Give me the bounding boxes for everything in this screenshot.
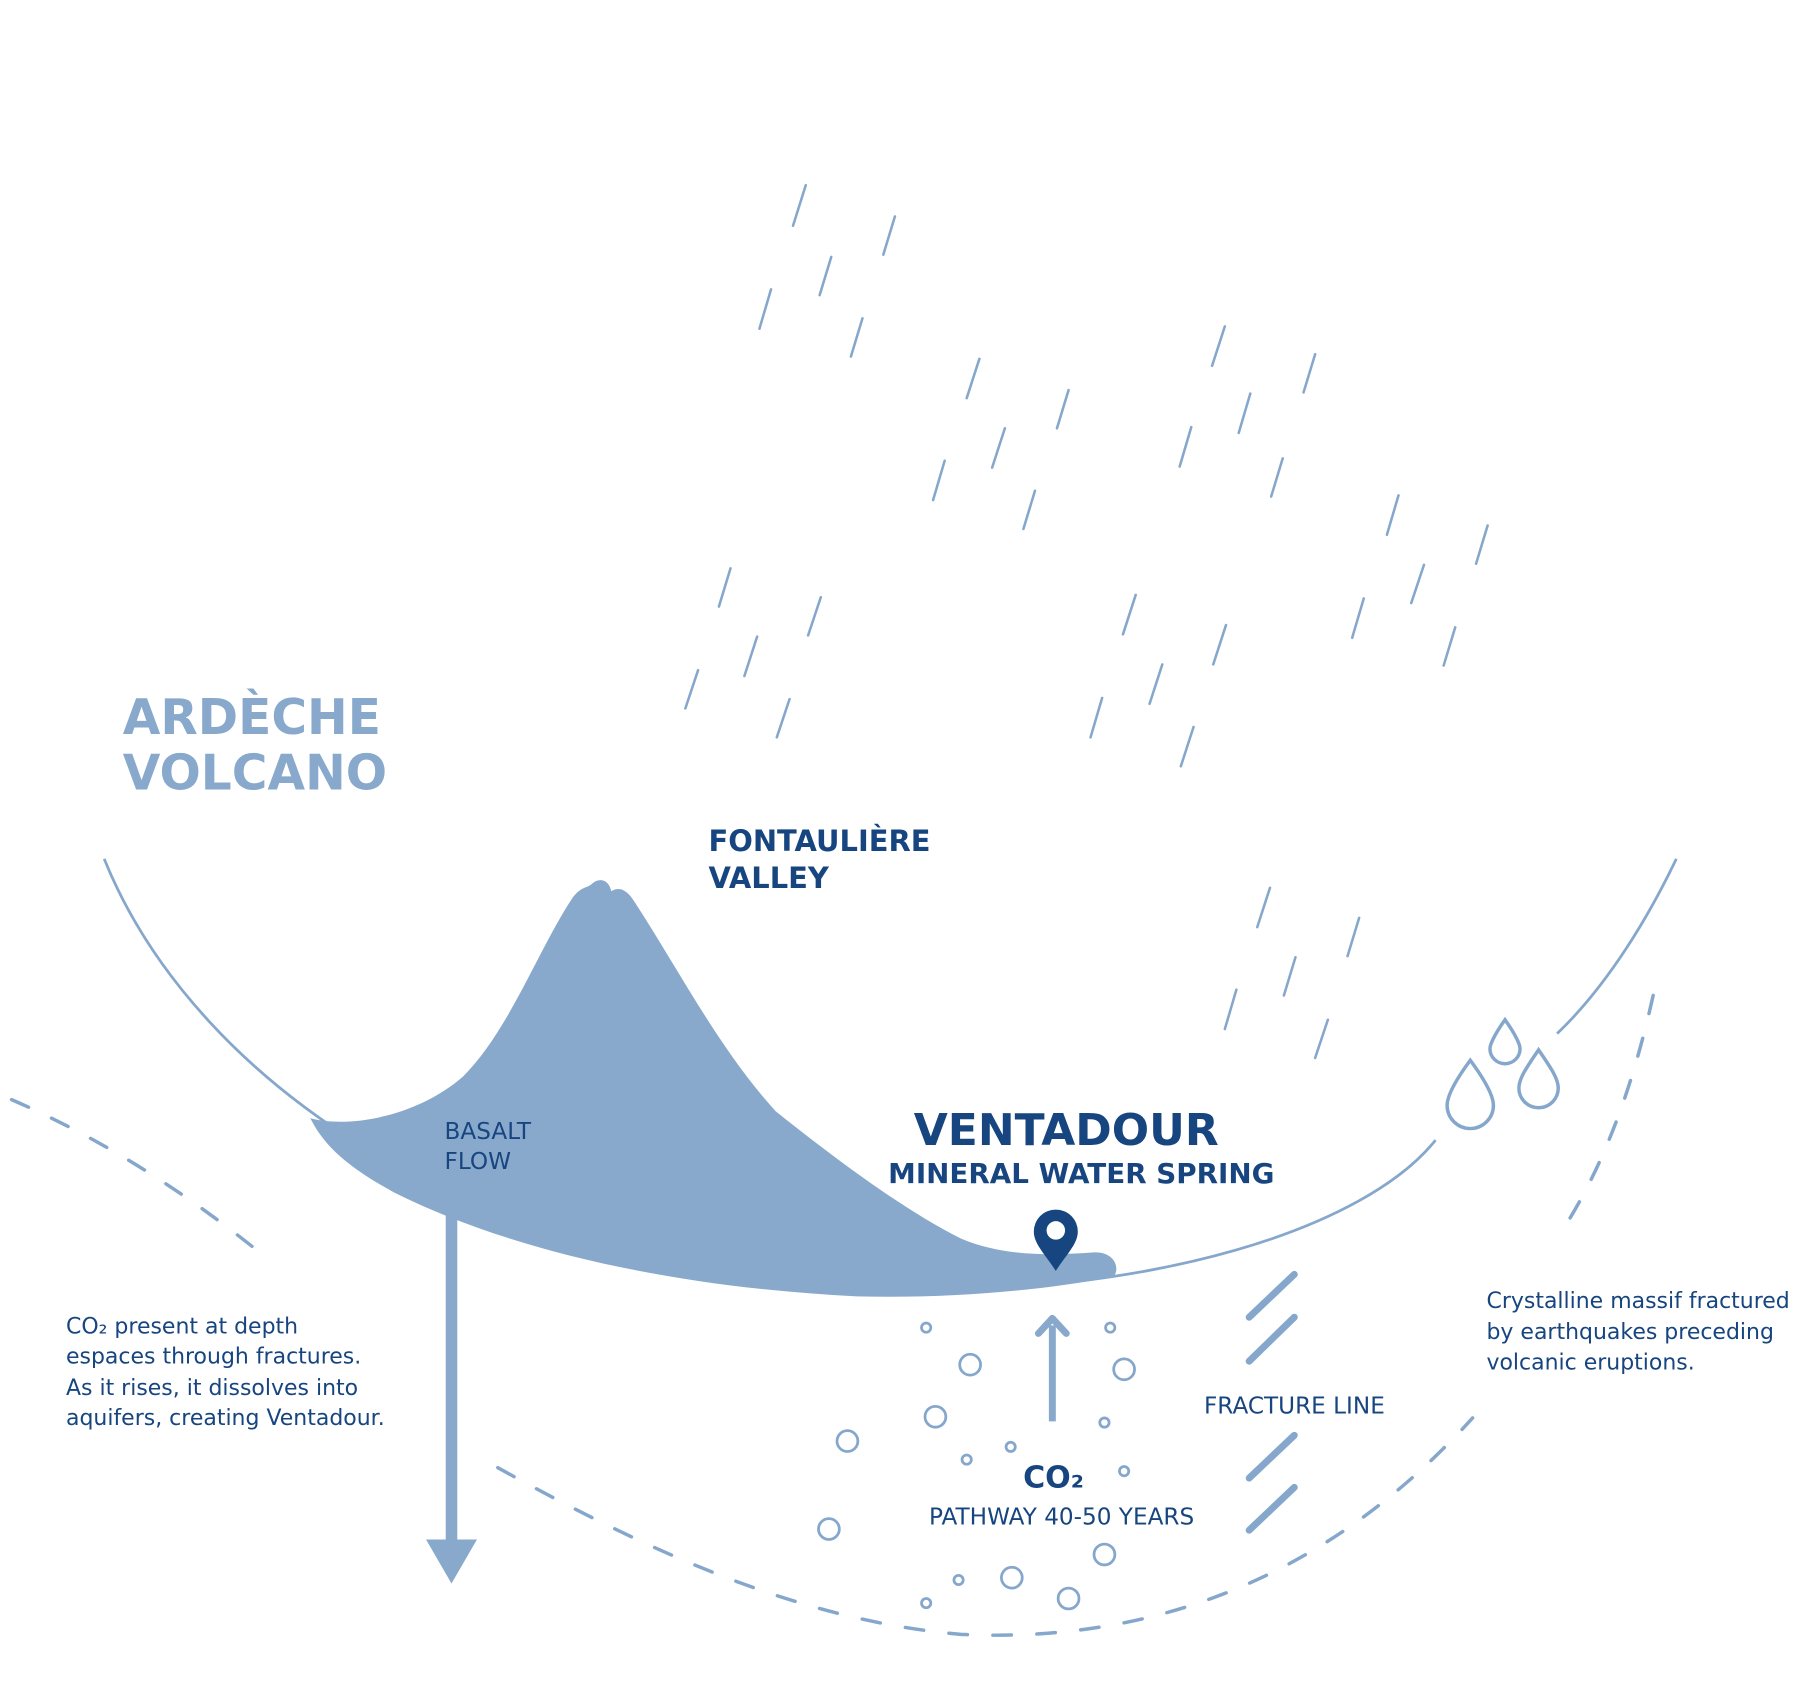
volcano-title-line2: VOLCANO bbox=[123, 745, 387, 801]
basalt-label-line2: FLOW bbox=[445, 1149, 512, 1175]
right-note-line: Crystalline massif fractured bbox=[1486, 1289, 1789, 1314]
arrow-down-icon bbox=[426, 1203, 477, 1584]
co2-pathway-label: PATHWAY 40-50 YEARS bbox=[929, 1504, 1194, 1530]
spring-subtitle: MINERAL WATER SPRING bbox=[888, 1157, 1274, 1190]
co2-bubbles bbox=[817, 1321, 1136, 1611]
map-pin-icon[interactable] bbox=[1033, 1209, 1078, 1271]
left-note: CO₂ present at depth espaces through fra… bbox=[66, 1314, 385, 1430]
left-note-line: As it rises, it dissolves into bbox=[66, 1376, 358, 1401]
spring-name: VENTADOUR bbox=[914, 1105, 1219, 1156]
co2-title: CO₂ bbox=[1023, 1460, 1084, 1495]
dashed-stratum-left bbox=[9, 1097, 266, 1258]
left-note-line: aquifers, creating Ventadour. bbox=[66, 1406, 385, 1431]
left-note-line: CO₂ present at depth bbox=[66, 1314, 298, 1339]
valley-label-line2: VALLEY bbox=[709, 861, 830, 895]
crater-outline-right bbox=[1556, 858, 1678, 1035]
right-note-line: by earthquakes preceding bbox=[1486, 1320, 1773, 1345]
valley-label-line1: FONTAULIÈRE bbox=[709, 824, 931, 858]
water-drops-icon bbox=[1445, 1016, 1560, 1131]
rain-icon bbox=[684, 183, 1489, 1060]
fracture-lines bbox=[1245, 1270, 1298, 1534]
right-note-line: volcanic eruptions. bbox=[1486, 1350, 1694, 1375]
right-note: Crystalline massif fractured by earthqua… bbox=[1486, 1289, 1789, 1375]
volcano-title-line1: ARDÈCHE bbox=[123, 689, 381, 746]
basalt-label-line1: BASALT bbox=[445, 1119, 532, 1145]
fracture-line-label: FRACTURE LINE bbox=[1204, 1393, 1385, 1419]
dashed-stratum-bottom bbox=[496, 1416, 1475, 1637]
arrow-up-icon bbox=[1034, 1314, 1070, 1422]
volcano-shape bbox=[310, 880, 1117, 1297]
dashed-stratum-right bbox=[1555, 993, 1655, 1241]
left-note-line: espaces through fractures. bbox=[66, 1345, 361, 1370]
